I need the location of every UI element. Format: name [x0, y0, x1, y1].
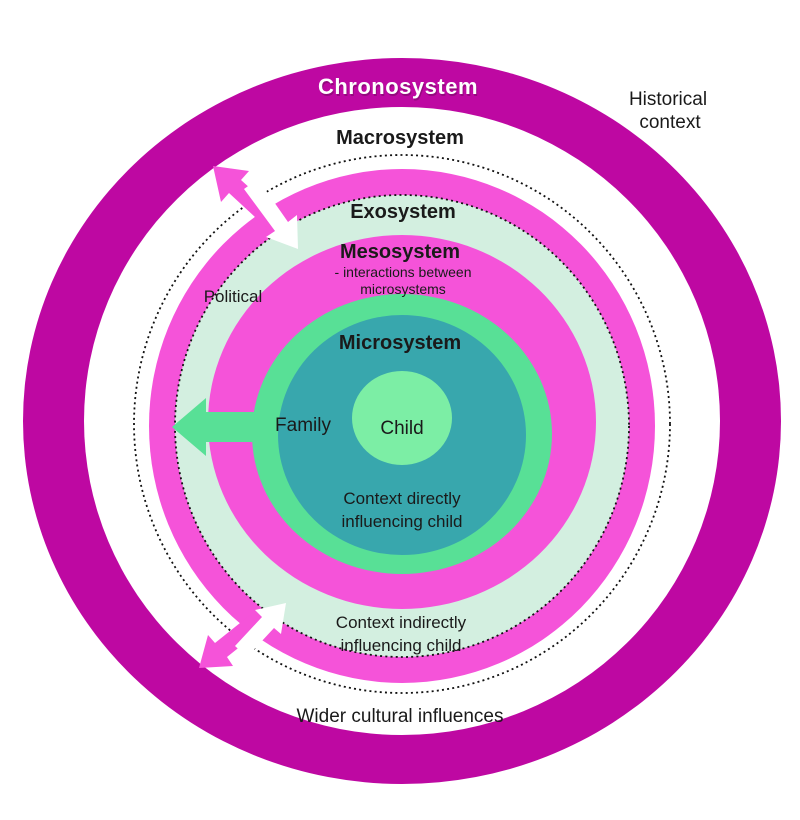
pink-outward-arrow-bottom-icon — [199, 615, 262, 668]
white-inward-arrow-top-icon — [244, 179, 298, 249]
context-directly-label-line2: influencing child — [342, 512, 463, 531]
microsystem-label: Microsystem — [339, 332, 461, 354]
chronosystem-label-shadow: Chronosystem — [319, 76, 479, 101]
chronosystem-label: Chronosystem — [318, 74, 478, 99]
context-indirectly-label-line1: Context indirectly — [336, 613, 467, 632]
mesosystem-sublabel-line1: - interactions between — [335, 264, 472, 280]
wider-cultural-influences-label: Wider cultural influences — [297, 706, 504, 727]
influence-arrows — [172, 166, 298, 668]
outer-dotted-boundary — [133, 154, 671, 694]
mesosystem-label: Mesosystem — [340, 241, 460, 263]
child-label: Child — [380, 418, 423, 439]
green-left-arrow-icon — [172, 398, 276, 456]
historical-context-label-line2: context — [639, 112, 701, 133]
context-indirectly-label-line2: influencing child — [341, 636, 462, 655]
diagram-labels: Chronosystem Chronosystem Historical con… — [204, 74, 707, 727]
macrosystem-label: Macrosystem — [336, 127, 464, 149]
system-rings — [23, 58, 781, 784]
context-directly-label-line1: Context directly — [343, 489, 461, 508]
exosystem-label: Exosystem — [350, 201, 456, 223]
political-label: Political — [204, 287, 263, 306]
historical-context-label-line1: Historical — [629, 89, 707, 110]
mesosystem-sublabel-line2: microsystems — [360, 281, 446, 297]
family-label: Family — [275, 415, 331, 436]
child-circle — [352, 371, 452, 465]
white-inward-arrow-bottom-icon — [235, 603, 286, 657]
